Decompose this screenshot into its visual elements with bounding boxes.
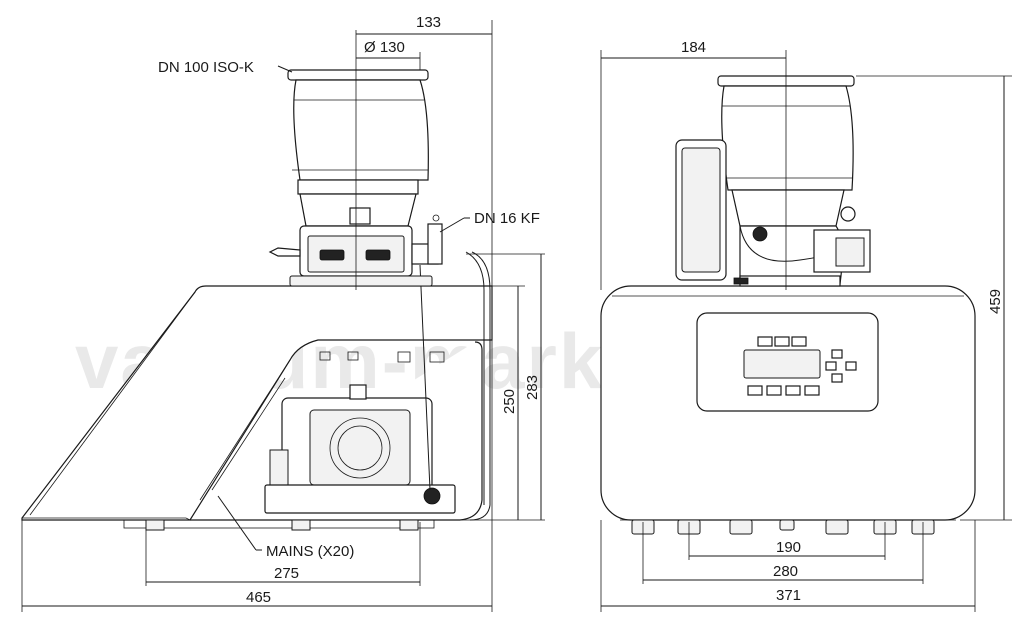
dim-371: 371 (776, 587, 801, 604)
panel-key-2 (774, 336, 790, 347)
turbo-body-left (293, 79, 429, 181)
dim-465: 465 (246, 589, 271, 606)
foot-left-2 (291, 519, 311, 531)
panel-key-3 (791, 336, 807, 347)
cabinet-side-left (21, 285, 493, 521)
dim-250: 250 (501, 389, 518, 414)
nav-down-key (831, 373, 843, 383)
dim-459: 459 (987, 289, 1004, 314)
foot-right-5 (825, 519, 849, 535)
turbo-body-right (721, 85, 854, 191)
dim-275: 275 (274, 565, 299, 582)
label-mains-x20: MAINS (X20) (266, 543, 354, 560)
panel-key-6 (785, 385, 801, 396)
dim-133: 133 (416, 14, 441, 31)
foot-left-3 (399, 519, 419, 531)
dim-190: 190 (776, 539, 801, 556)
nav-left-key (825, 361, 837, 371)
left-dimensions (21, 20, 545, 612)
panel-key-4 (747, 385, 763, 396)
nav-right-key (845, 361, 857, 371)
label-dn16-kf: DN 16 KF (474, 210, 540, 227)
dim-184: 184 (681, 39, 706, 56)
panel-key-1 (757, 336, 773, 347)
foot-left-1 (145, 519, 165, 531)
right-dimensions (600, 50, 1012, 612)
turbo-flange-left (287, 69, 429, 81)
panel-display (743, 349, 821, 379)
dim-diameter-130: Ø 130 (364, 39, 405, 56)
panel-key-5 (766, 385, 782, 396)
foot-right-3 (729, 519, 753, 535)
label-dn100-iso-k: DN 100 ISO-K (158, 59, 254, 76)
right-view (600, 50, 976, 535)
dim-280: 280 (773, 563, 798, 580)
dim-283: 283 (524, 375, 541, 400)
dn16kf-port (427, 223, 443, 265)
nav-up-key (831, 349, 843, 359)
panel-key-7 (804, 385, 820, 396)
foot-right-4 (779, 519, 795, 531)
left-view (21, 69, 493, 531)
